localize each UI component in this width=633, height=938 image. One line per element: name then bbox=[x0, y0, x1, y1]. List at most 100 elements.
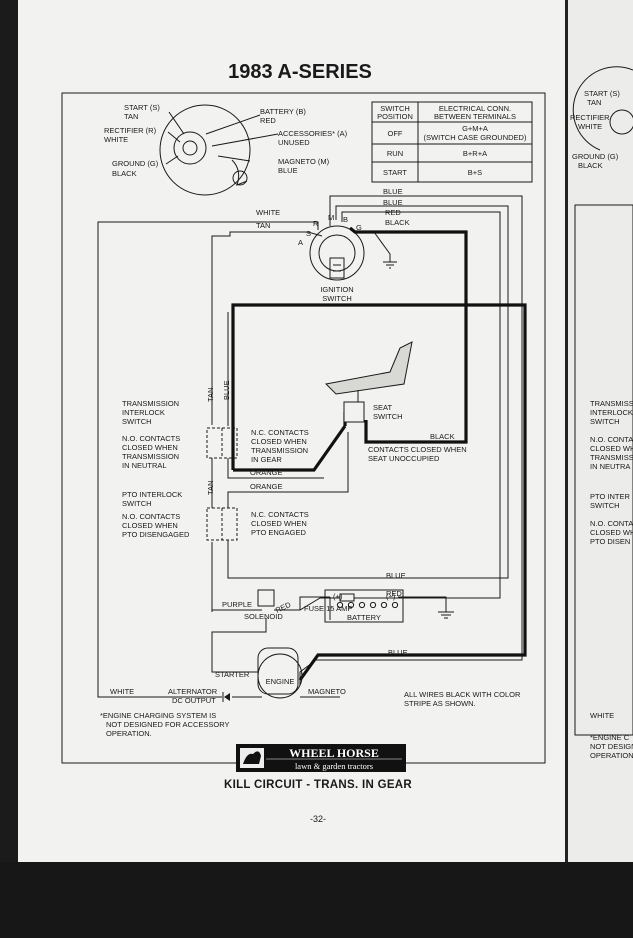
wire-label-blue-2: BLUE bbox=[383, 198, 403, 207]
table-header-position: POSITION bbox=[377, 112, 413, 121]
facing-pto-2: SWITCH bbox=[590, 501, 620, 510]
wire-label-red-2: RED bbox=[386, 589, 402, 598]
trans-nc-contacts-3: TRANSMISSION bbox=[251, 446, 308, 455]
facing-pto-no-2: CLOSED WH bbox=[590, 528, 633, 537]
wires-note-1: ALL WIRES BLACK WITH COLOR bbox=[404, 690, 521, 699]
table-row-off-note: (SWITCH CASE GROUNDED) bbox=[424, 133, 527, 142]
inset-accessories-color: UNUSED bbox=[278, 138, 310, 147]
background-surface bbox=[0, 862, 633, 938]
wire-harness bbox=[97, 195, 523, 698]
facing-no-2: CLOSED WH bbox=[590, 444, 633, 453]
logo-tagline: lawn & garden tractors bbox=[295, 761, 373, 771]
table-row-start-position: START bbox=[383, 168, 407, 177]
wire-label-red-1: RED bbox=[385, 208, 401, 217]
trans-nc-contacts-2: CLOSED WHEN bbox=[251, 437, 307, 446]
pto-interlock-switch bbox=[206, 507, 238, 541]
pto-nc-contacts-1: N.C. CONTACTS bbox=[251, 510, 309, 519]
wire-label-blue-3: BLUE bbox=[222, 380, 231, 400]
inset-ground-label: GROUND (G) bbox=[112, 159, 159, 168]
facing-note-3: OPERATION. bbox=[590, 751, 633, 760]
diagram-caption: KILL CIRCUIT - TRANS. IN GEAR bbox=[224, 779, 412, 791]
fuse bbox=[339, 593, 355, 602]
battery-ground-symbol bbox=[438, 611, 454, 619]
seat-switch-label: SEAT bbox=[373, 403, 392, 412]
facing-no-4: IN NEUTRA bbox=[590, 462, 630, 471]
facing-rectifier: RECTIFIER bbox=[570, 113, 610, 122]
starter-label: STARTER bbox=[215, 670, 250, 679]
pto-nc-contacts-2: CLOSED WHEN bbox=[251, 519, 307, 528]
seat-switch-label-2: SWITCH bbox=[373, 412, 403, 421]
engine-label: ENGINE bbox=[266, 677, 295, 686]
inset-battery-color: RED bbox=[260, 116, 276, 125]
wire-label-tan-2: TAN bbox=[206, 388, 215, 402]
seat-icon bbox=[324, 341, 413, 402]
inset-rectifier-color: WHITE bbox=[104, 135, 128, 144]
table-header-switch: SWITCH bbox=[380, 104, 410, 113]
switch-position-table bbox=[371, 101, 533, 183]
trans-no-contacts-1: N.O. CONTACTS bbox=[122, 434, 180, 443]
transmission-switch-label-3: SWITCH bbox=[122, 417, 152, 426]
wire-label-orange-1: ORANGE bbox=[250, 468, 283, 477]
table-row-run-position: RUN bbox=[387, 149, 403, 158]
trans-no-contacts-3: TRANSMISSION bbox=[122, 452, 179, 461]
facing-note-2: NOT DESIGN bbox=[590, 742, 633, 751]
fuse-label: FUSE 15 AMP bbox=[304, 604, 352, 613]
pto-switch-label-2: SWITCH bbox=[122, 499, 152, 508]
wire-label-purple: PURPLE bbox=[222, 600, 252, 609]
battery-label: BATTERY bbox=[347, 613, 381, 622]
trans-no-contacts-2: CLOSED WHEN bbox=[122, 443, 178, 452]
inset-rectifier-label: RECTIFIER (R) bbox=[104, 126, 157, 135]
facing-black: BLACK bbox=[578, 161, 603, 170]
facing-start: START (S) bbox=[584, 89, 620, 98]
alternator-diode bbox=[222, 692, 230, 702]
engine-note-3: OPERATION. bbox=[106, 729, 152, 738]
engine-note-1: *ENGINE CHARGING SYSTEM IS bbox=[100, 711, 216, 720]
facing-trans-2: INTERLOCK bbox=[590, 408, 633, 417]
terminal-r: R bbox=[313, 219, 319, 228]
facing-white: WHITE bbox=[578, 122, 602, 131]
wire-label-black-2: BLACK bbox=[430, 432, 455, 441]
terminal-m: M bbox=[328, 213, 334, 222]
ignition-switch bbox=[309, 225, 365, 281]
seat-contacts-label: CONTACTS CLOSED WHEN bbox=[368, 445, 467, 454]
page-title: 1983 A-SERIES bbox=[228, 61, 372, 83]
alternator-label: ALTERNATOR bbox=[168, 687, 218, 696]
alternator-label-2: DC OUTPUT bbox=[172, 696, 216, 705]
facing-pto-no-1: N.O. CONTA bbox=[590, 519, 633, 528]
facing-tan: TAN bbox=[587, 98, 601, 107]
solenoid-label: SOLENOID bbox=[244, 612, 283, 621]
table-row-run-conn: B+R+A bbox=[463, 149, 487, 158]
facing-page bbox=[565, 0, 633, 862]
wire-label-blue-5: BLUE bbox=[388, 648, 408, 657]
facing-no-3: TRANSMISS bbox=[590, 453, 633, 462]
seat-switch bbox=[343, 401, 365, 423]
page-number: -32- bbox=[310, 814, 326, 824]
inset-start-label: START (S) bbox=[124, 103, 160, 112]
terminal-g: G bbox=[356, 223, 362, 232]
engine bbox=[257, 647, 303, 699]
pto-no-contacts-1: N.O. CONTACTS bbox=[122, 512, 180, 521]
engine-note-2: NOT DESIGNED FOR ACCESSORY bbox=[106, 720, 230, 729]
kill-circuit-black-wire bbox=[231, 226, 527, 681]
facing-trans-3: SWITCH bbox=[590, 417, 620, 426]
facing-no-1: N.O. CONTA bbox=[590, 435, 633, 444]
transmission-switch-label: TRANSMISSION bbox=[122, 399, 179, 408]
table-row-off-conn: G+M+A bbox=[462, 124, 488, 133]
wire-label-black-1: BLACK bbox=[385, 218, 410, 227]
table-row-off-position: OFF bbox=[388, 129, 403, 138]
logo-brand: WHEEL HORSE bbox=[289, 746, 379, 760]
pto-no-contacts-3: PTO DISENGAGED bbox=[122, 530, 190, 539]
wires-note-2: STRIPE AS SHOWN. bbox=[404, 699, 476, 708]
facing-page-inset bbox=[572, 66, 633, 736]
pto-switch-label: PTO INTERLOCK bbox=[122, 490, 182, 499]
inset-battery-label: BATTERY (B) bbox=[260, 107, 306, 116]
solenoid bbox=[257, 589, 275, 607]
wire-label-tan-3: TAN bbox=[206, 481, 215, 495]
wire-label-orange-2: ORANGE bbox=[250, 482, 283, 491]
facing-white-wire: WHITE bbox=[590, 711, 614, 720]
inset-magneto-color: BLUE bbox=[278, 166, 298, 175]
battery-plus-label: (+) bbox=[333, 592, 343, 601]
inset-start-color: TAN bbox=[124, 112, 138, 121]
table-row-start-conn: B+S bbox=[468, 168, 482, 177]
wire-label-white-2: WHITE bbox=[110, 687, 134, 696]
